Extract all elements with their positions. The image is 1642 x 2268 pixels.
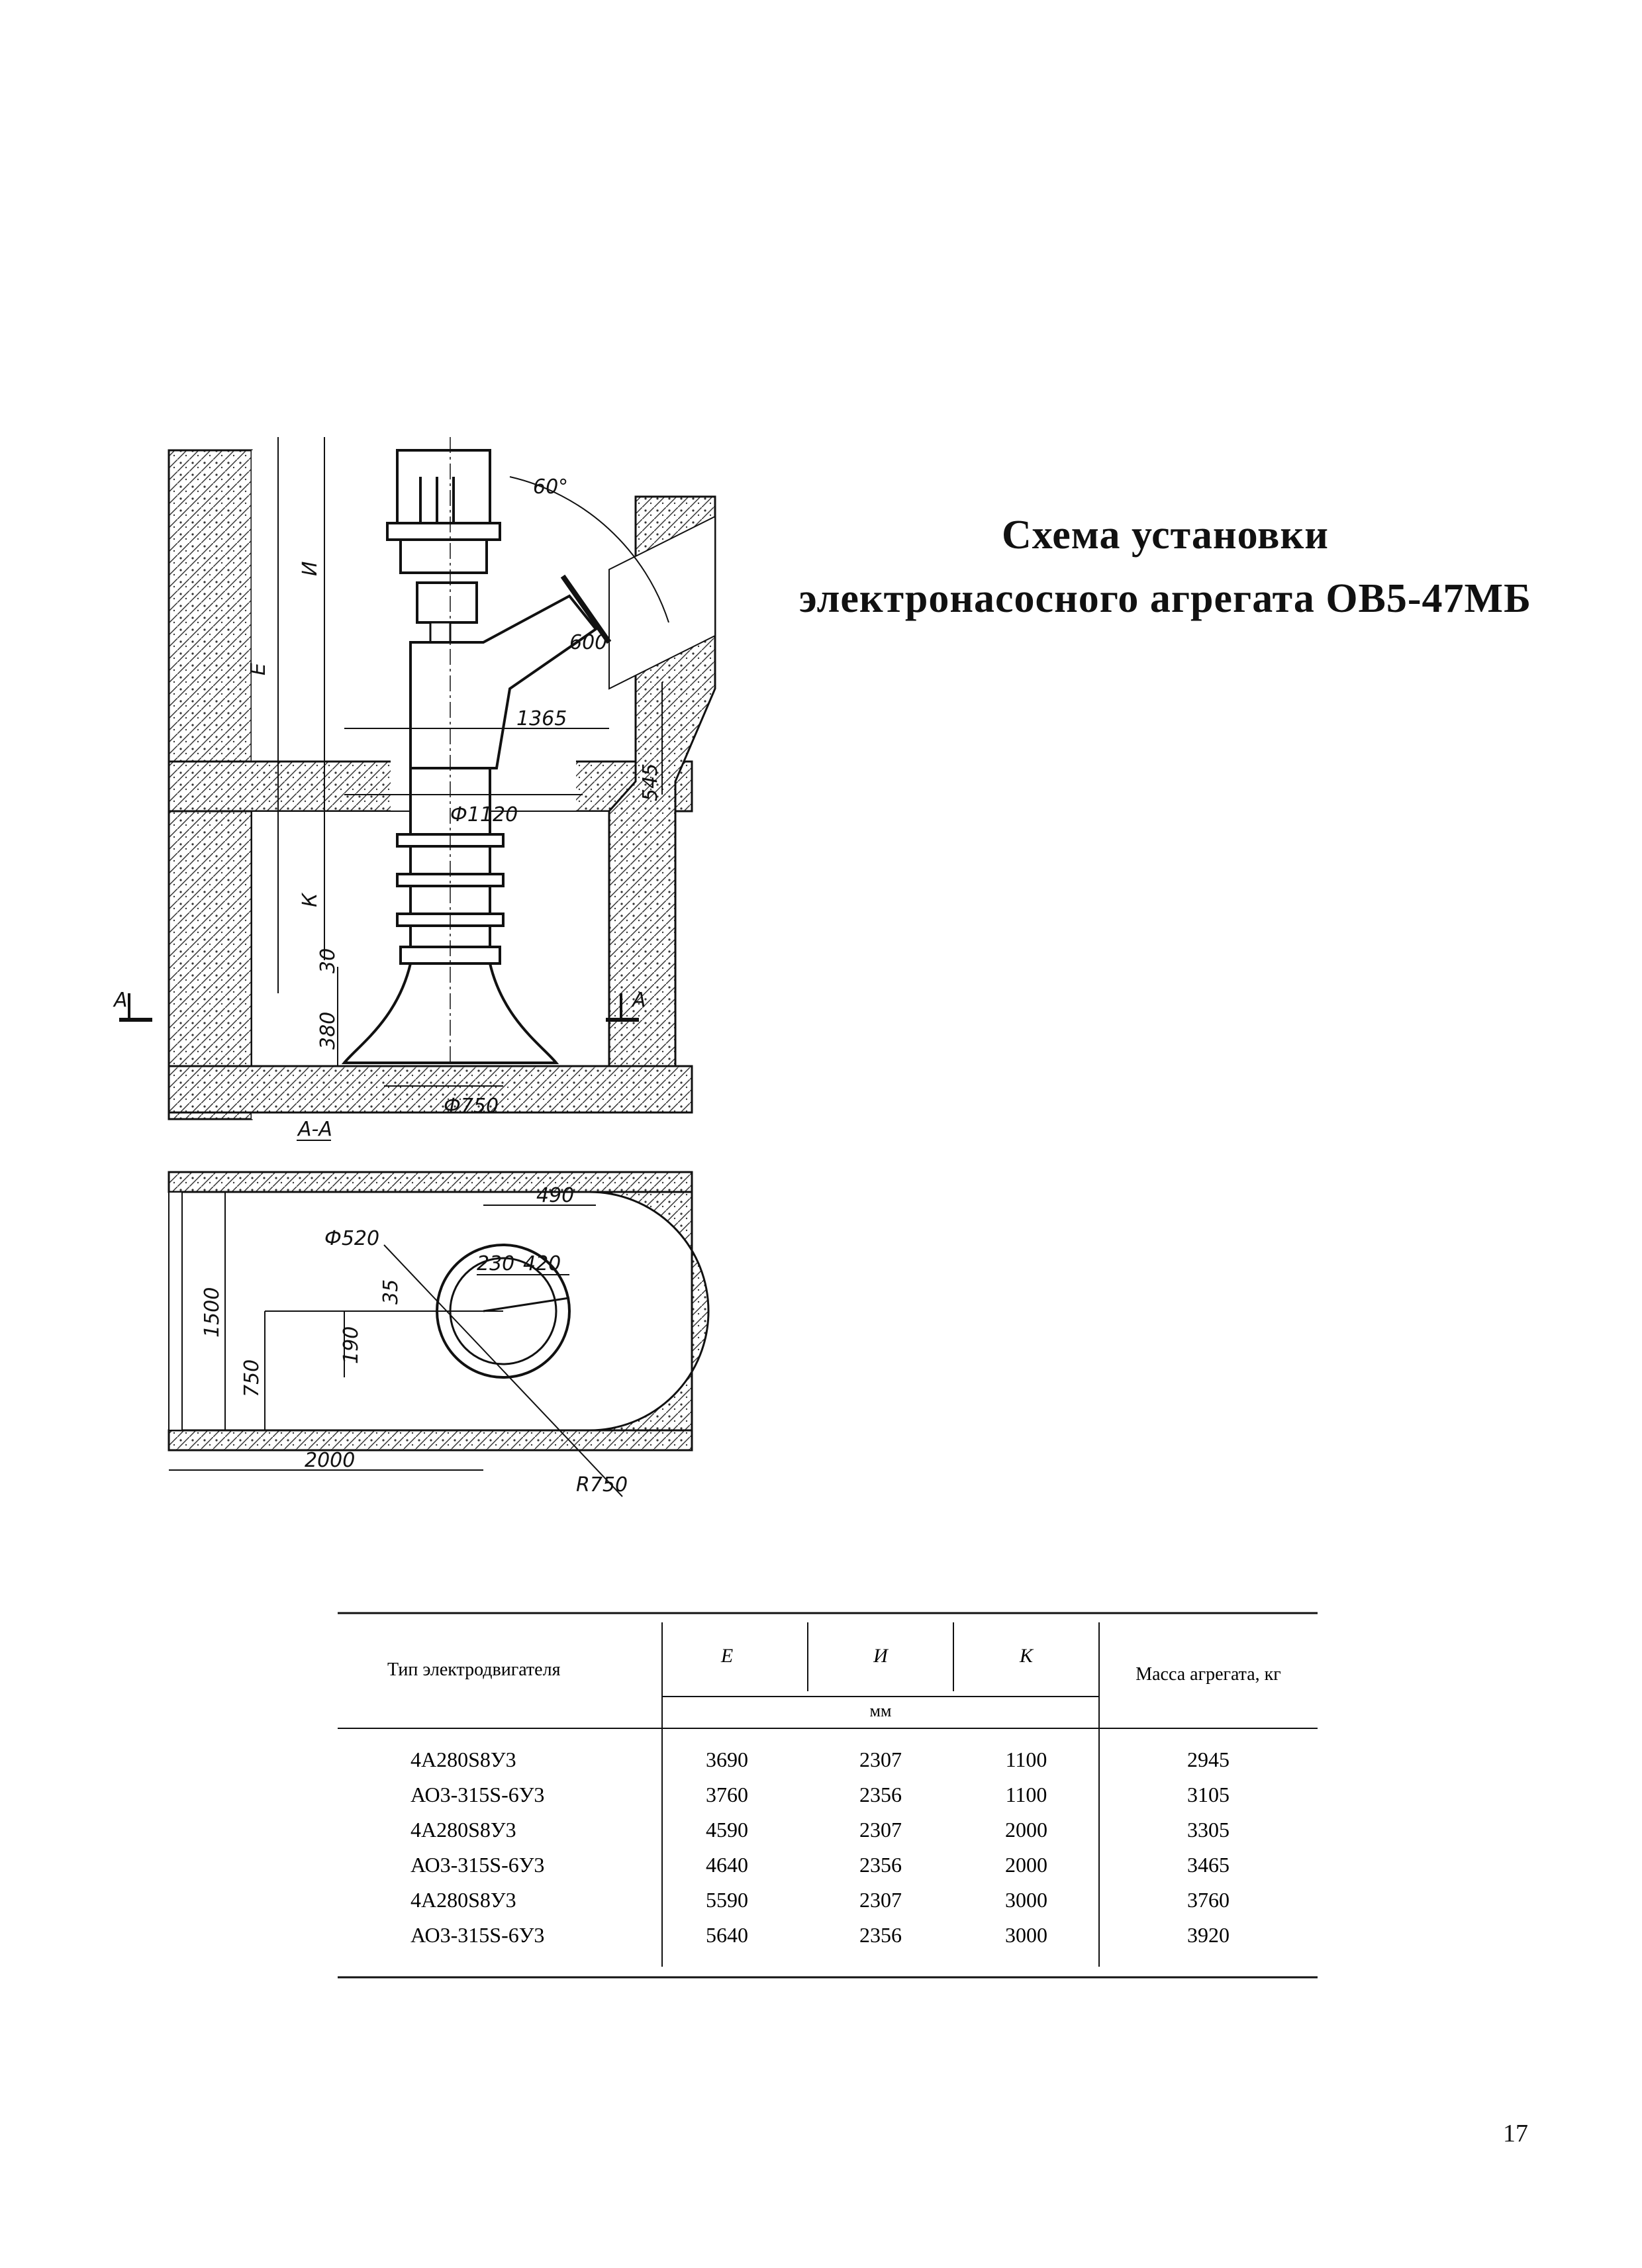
coupling — [416, 581, 478, 624]
dim-dia1120: Ф1120 — [450, 803, 518, 826]
dim-angle: 60° — [533, 475, 568, 499]
cell-k: 1100 — [1006, 1748, 1047, 1771]
section-top-wall — [168, 1171, 693, 1193]
dim-i: И — [299, 562, 322, 576]
cell-type: 4А280S8У3 — [410, 1888, 516, 1912]
header-motor-type: Тип электродвигателя — [387, 1659, 561, 1680]
dim-r750: R750 — [576, 1473, 628, 1497]
section-rounded-end — [589, 1191, 710, 1432]
header-unit: мм — [870, 1701, 892, 1720]
spec-table: Тип электродвигателя Е И К мм Масса агре… — [338, 1612, 1318, 1979]
header-mass: Масса агрегата, кг — [1135, 1664, 1281, 1685]
cell-mass: 3920 — [1187, 1923, 1230, 1947]
table-row: 4А280S8У3 5590 2307 3000 3760 — [410, 1888, 1230, 1912]
motor-base — [399, 538, 488, 574]
dim-dia520: Ф520 — [324, 1227, 379, 1250]
dim-30: 30 — [316, 948, 340, 973]
section-a-a: А-А Ф520 490 230 420 35 190 1500 750 200… — [168, 1118, 710, 1497]
dim-490: 490 — [536, 1184, 574, 1207]
cell-mass: 3305 — [1187, 1818, 1230, 1842]
dim-190: 190 — [340, 1326, 363, 1364]
cell-type: АО3-315S-6У3 — [410, 1783, 544, 1806]
cut-mark-right: А — [631, 989, 646, 1012]
motor-body — [396, 449, 491, 524]
section-label: А-А — [297, 1118, 332, 1141]
dim-2000: 2000 — [305, 1449, 355, 1472]
table-row: АО3-315S-6У3 4640 2356 2000 3465 — [410, 1853, 1230, 1877]
cell-e: 5590 — [706, 1888, 748, 1912]
table-row: АО3-315S-6У3 5640 2356 3000 3920 — [410, 1923, 1230, 1947]
dim-dia750: Ф750 — [444, 1095, 499, 1118]
dim-35: 35 — [379, 1279, 403, 1305]
title-line-2: электронасосного агрегата ОВ5-47МБ — [798, 576, 1532, 621]
cell-i: 2356 — [859, 1783, 902, 1806]
cell-type: 4А280S8У3 — [410, 1748, 516, 1771]
table-row: 4А280S8У3 4590 2307 2000 3305 — [410, 1818, 1230, 1842]
cell-k: 3000 — [1005, 1888, 1047, 1912]
header-k: К — [1019, 1645, 1034, 1667]
cell-mass: 3465 — [1187, 1853, 1230, 1877]
dim-545: 545 — [639, 764, 662, 801]
motor-flange — [386, 522, 501, 541]
dim-230: 230 — [477, 1252, 514, 1275]
cell-e: 3760 — [706, 1783, 748, 1806]
page-number: 17 — [1503, 2120, 1528, 2147]
cell-i: 2356 — [859, 1923, 902, 1947]
cell-k: 1100 — [1006, 1783, 1047, 1806]
table-row: 4А280S8У3 3690 2307 1100 2945 — [410, 1748, 1230, 1771]
cell-e: 5640 — [706, 1923, 748, 1947]
dim-420: 420 — [523, 1252, 561, 1275]
page-title: Схема установки электронасосного агрегат… — [768, 503, 1563, 630]
cell-mass: 3105 — [1187, 1783, 1230, 1806]
cell-type: 4А280S8У3 — [410, 1818, 516, 1842]
cell-i: 2307 — [859, 1818, 902, 1842]
installation-drawing: Е И К 60° 600 1365 545 Ф1120 30 380 Ф750… — [113, 437, 716, 1497]
cell-k: 2000 — [1005, 1853, 1047, 1877]
dim-750: 750 — [240, 1359, 264, 1397]
cell-i: 2307 — [859, 1748, 902, 1771]
dim-e: Е — [247, 663, 270, 675]
header-i: И — [873, 1645, 889, 1667]
dim-1500: 1500 — [201, 1287, 224, 1338]
cell-e: 3690 — [706, 1748, 748, 1771]
cell-type: АО3-315S-6У3 — [410, 1923, 544, 1947]
cell-type: АО3-315S-6У3 — [410, 1853, 544, 1877]
table-row: АО3-315S-6У3 3760 2356 1100 3105 — [410, 1783, 1230, 1806]
header-e: Е — [720, 1645, 733, 1667]
cell-i: 2307 — [859, 1888, 902, 1912]
cell-mass: 2945 — [1187, 1748, 1230, 1771]
bottom-slab — [168, 1065, 693, 1114]
dim-k: К — [299, 892, 322, 907]
elevation-view: Е И К 60° 600 1365 545 Ф1120 30 380 Ф750… — [113, 437, 716, 1120]
cell-e: 4590 — [706, 1818, 748, 1842]
cell-k: 3000 — [1005, 1923, 1047, 1947]
dim-1365: 1365 — [516, 707, 567, 730]
cell-mass: 3760 — [1187, 1888, 1230, 1912]
dim-380: 380 — [316, 1012, 340, 1050]
dim-600: 600 — [569, 631, 607, 654]
section-bottom-wall — [168, 1429, 693, 1452]
cell-k: 2000 — [1005, 1818, 1047, 1842]
cell-i: 2356 — [859, 1853, 902, 1877]
cut-mark-left: А — [113, 989, 128, 1012]
title-line-1: Схема установки — [1002, 513, 1329, 558]
cell-e: 4640 — [706, 1853, 748, 1877]
discharge-pipe-channel — [608, 515, 716, 690]
